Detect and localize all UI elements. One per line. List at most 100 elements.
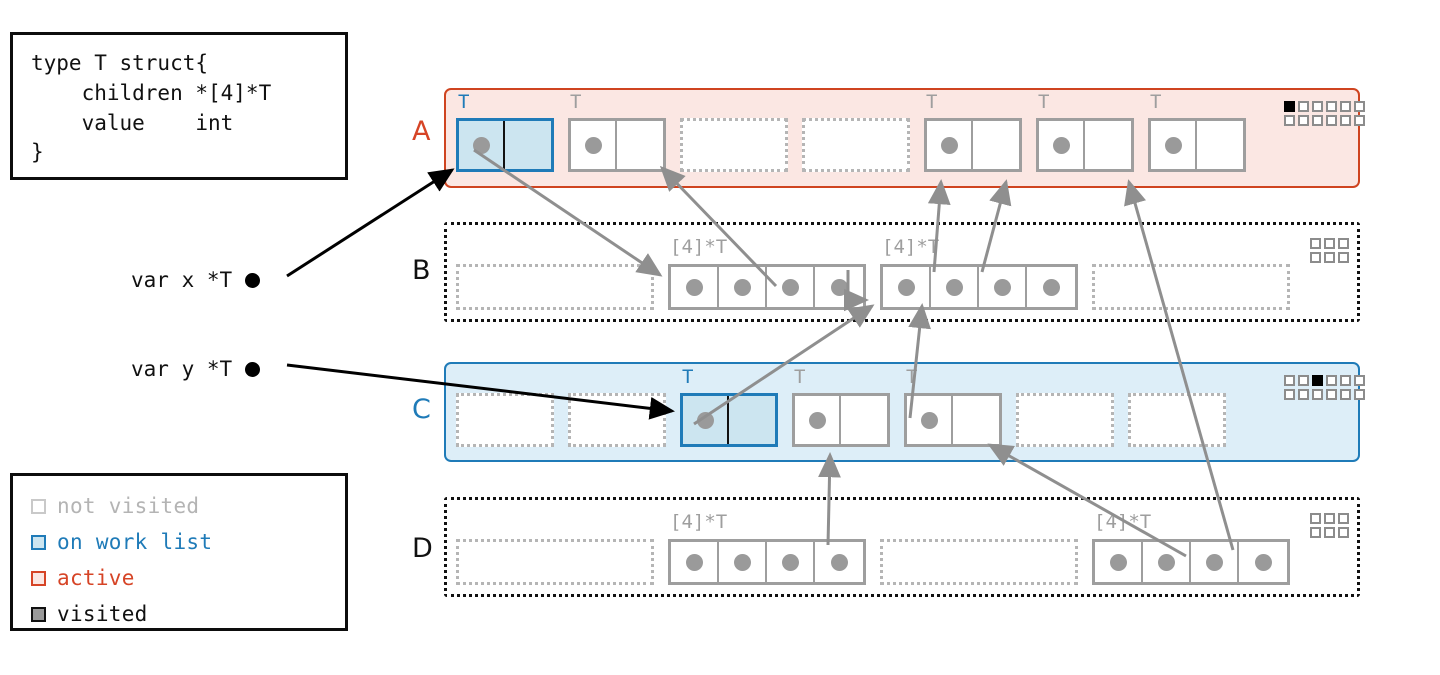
array-cell [979,267,1027,307]
mark-bit-clear [1338,513,1349,524]
mark-bit-clear [1310,238,1321,249]
slot-strip-d: [4]*T [4]*T [456,513,1304,585]
array-box[interactable] [1092,539,1290,585]
slot-strip-b: [4]*T [4]*T [456,238,1304,310]
object-t-c-4[interactable]: T [904,368,1002,447]
array-4ptr-d-1[interactable]: [4]*T [668,513,866,585]
object-t-a-4[interactable]: T [924,93,1022,172]
array-box[interactable] [668,264,866,310]
free-slot-c-1 [568,393,666,447]
legend-swatch-on-work-list [31,534,46,550]
mark-bit-clear [1354,375,1365,386]
array-cell [671,542,719,582]
pointer-dot [781,278,799,296]
object-t-c-2[interactable]: T [680,368,778,447]
mark-bitmap-line [1284,101,1365,112]
mark-bitmap-line [1284,389,1365,400]
mark-bit-clear [1312,101,1323,112]
object-t-box[interactable] [904,393,1002,447]
mark-bit-set [1284,101,1295,112]
object-t-box[interactable] [456,118,554,172]
free-slot-b-0 [456,264,654,310]
legend-swatch-active [31,570,46,586]
free-slot-b-3 [1092,264,1290,310]
array-4ptr-b-1[interactable]: [4]*T [668,238,866,310]
mark-bit-clear [1298,389,1309,400]
free-slot-c-5 [1016,393,1114,447]
mark-bit-set [1312,375,1323,386]
mark-bit-clear [1338,527,1349,538]
array-cell [1027,267,1075,307]
legend-label-on-work-list: on work list [57,529,213,554]
mark-bit-clear [1310,527,1321,538]
type-caption: [4]*T [882,236,940,258]
pointer-dot [733,278,751,296]
object-t-box[interactable] [680,393,778,447]
free-slot-box [1016,393,1114,447]
mark-bitmap-b [1310,238,1349,263]
object-t-box[interactable] [792,393,890,447]
free-slot-a-3 [802,118,910,172]
pointer-dot [584,136,602,154]
object-t-box[interactable] [568,118,666,172]
field-children [571,121,617,169]
mark-bit-clear [1326,375,1337,386]
object-t-c-3[interactable]: T [792,368,890,447]
free-slot-box [880,539,1078,585]
legend-item-visited: visited [31,596,345,632]
mark-bit-clear [1298,101,1309,112]
legend-item-active: active [31,560,345,596]
pointer-dot [808,411,826,429]
pointer-dot [685,278,703,296]
field-children [1039,121,1085,169]
mark-bit-clear [1340,101,1351,112]
field-value [617,121,663,169]
free-slot-c-6 [1128,393,1226,447]
memory-span-d[interactable] [444,497,1360,597]
mark-bit-clear [1354,101,1365,112]
legend-box: not visited on work list active visited [10,473,348,631]
field-value [841,396,887,444]
pointer-dot [1205,553,1223,571]
variable-x-label: var x *T [131,268,233,292]
object-t-box[interactable] [1036,118,1134,172]
pointer-dot [945,278,963,296]
type-caption: T [1038,91,1050,113]
pointer-dot [993,278,1011,296]
free-slot-box [456,264,654,310]
mark-bit-clear [1354,389,1365,400]
array-4ptr-b-2[interactable]: [4]*T [880,238,1078,310]
array-cell [815,267,863,307]
type-caption: T [458,91,470,113]
object-t-box[interactable] [924,118,1022,172]
variable-y-pointer-dot [245,361,261,377]
mark-bitmap-c [1284,375,1365,400]
mark-bitmap-line [1284,375,1365,386]
object-t-box[interactable] [1148,118,1246,172]
row-label-a: A [412,116,431,147]
array-box[interactable] [880,264,1078,310]
array-4ptr-d-3[interactable]: [4]*T [1092,513,1290,585]
pointer-dot [830,553,848,571]
pointer-dot [1254,553,1272,571]
object-t-a-5[interactable]: T [1036,93,1134,172]
type-caption: [4]*T [1094,511,1152,533]
free-slot-box [802,118,910,172]
type-caption: T [926,91,938,113]
array-cell [815,542,863,582]
mark-bit-clear [1338,238,1349,249]
field-children [927,121,973,169]
array-box[interactable] [668,539,866,585]
object-t-a-0[interactable]: T [456,93,554,172]
object-t-a-6[interactable]: T [1148,93,1246,172]
object-t-a-1[interactable]: T [568,93,666,172]
legend-label-not-visited: not visited [57,493,200,518]
mark-bit-clear [1284,389,1295,400]
field-value [953,396,999,444]
pointer-dot [733,553,751,571]
free-slot-box [568,393,666,447]
pointer-dot [830,278,848,296]
